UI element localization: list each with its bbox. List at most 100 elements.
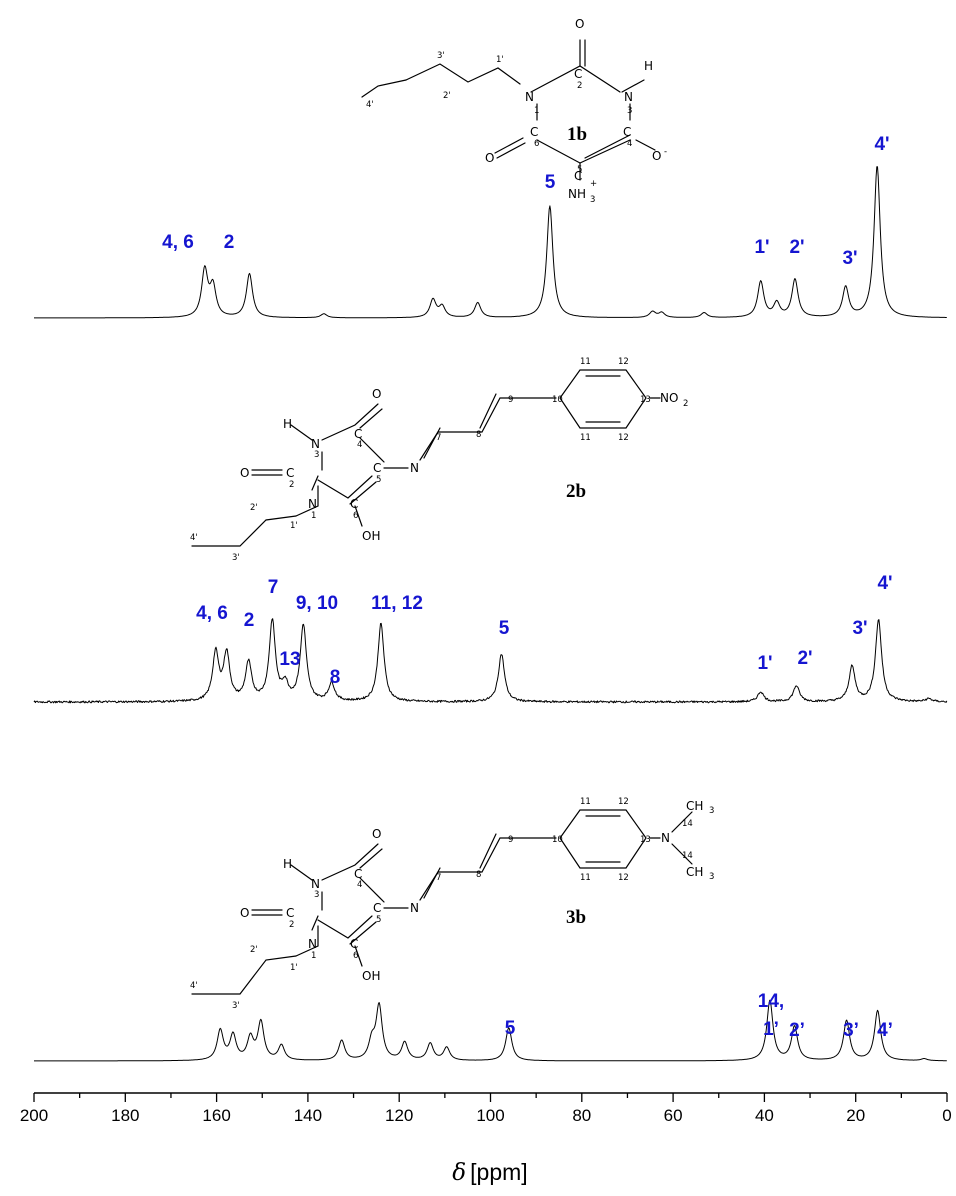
atom-c6: C	[530, 125, 538, 139]
peak-label-2b-7: 5	[499, 618, 510, 639]
spectrum-3b	[34, 999, 947, 1062]
num-3: 3	[314, 450, 319, 460]
atom-o: O	[575, 17, 584, 31]
num-13: 13	[640, 835, 651, 845]
num-13: 13	[640, 395, 651, 405]
atom-n-imine: N	[410, 461, 419, 475]
num-5: 5	[577, 165, 582, 175]
x-tick-label: 60	[664, 1106, 683, 1125]
atom-c4: C	[354, 867, 362, 881]
num-4p: 4'	[190, 981, 198, 991]
x-tick-label: 100	[476, 1106, 504, 1125]
num-8: 8	[476, 870, 481, 880]
peak-label-1b-6: 4'	[874, 134, 889, 155]
spectrum-1b	[34, 166, 947, 319]
num-12-top: 12	[618, 357, 629, 367]
num-2: 2	[289, 480, 294, 490]
num-4: 4	[357, 880, 362, 890]
peak-label-2b-9: 2'	[797, 648, 812, 669]
atom-c5: C	[373, 461, 381, 475]
peak-label-3b-0: 5	[505, 1018, 516, 1039]
x-tick-label: 140	[294, 1106, 322, 1125]
peak-label-2b-11: 4'	[877, 573, 892, 594]
num-7: 7	[436, 873, 441, 883]
num-2: 2	[577, 81, 582, 91]
atom-ch3-top: CH	[686, 799, 703, 813]
structure-3b: H O N C O C C N N C OH N CH 3 CH 3 3 4 2…	[190, 797, 714, 1011]
atom-h: H	[283, 857, 292, 871]
atom-nh: NH	[568, 187, 586, 201]
x-axis-label-symbol: δ	[452, 1160, 466, 1186]
peak-label-3b-2: 1’	[763, 1019, 779, 1040]
peak-label-2b-2: 7	[268, 577, 279, 598]
num-11-bottom: 11	[580, 873, 591, 883]
x-tick-label: 180	[111, 1106, 139, 1125]
atom-o4: O	[372, 827, 381, 841]
atom-c5: C	[574, 169, 582, 183]
atom-n1: N	[525, 90, 534, 104]
num-11-top: 11	[580, 357, 591, 367]
atom-c5: C	[373, 901, 381, 915]
peak-label-1b-4: 2'	[789, 237, 804, 258]
atom-o4: O	[372, 387, 381, 401]
x-tick-label: 20	[846, 1106, 865, 1125]
structure-1b: O N H N C C C O O C NH 3 + - 2 1 3 6 4 5…	[361, 17, 667, 205]
num-4p: 4'	[366, 100, 374, 110]
atom-c2: C	[574, 67, 582, 81]
atom-c6: C	[350, 497, 358, 511]
atom-ch3-bottom: CH	[686, 865, 703, 879]
spectrum-line-3b	[34, 999, 947, 1062]
num-3: 3	[627, 106, 632, 116]
atom-no2-sub: 2	[683, 399, 688, 409]
atom-c2: C	[286, 466, 294, 480]
atom-h: H	[283, 417, 292, 431]
num-8: 8	[476, 430, 481, 440]
num-11-bottom: 11	[580, 433, 591, 443]
peak-label-1b-0: 4, 6	[162, 232, 194, 253]
structure-2b: H O N C O C C N N C OH NO 2 3 4 2 5 1 6 …	[190, 357, 688, 563]
peak-label-1b-2: 5	[545, 172, 556, 193]
num-1: 1	[534, 106, 539, 116]
x-tick-label: 160	[202, 1106, 230, 1125]
atom-n3: N	[311, 877, 320, 891]
x-tick-label: 40	[755, 1106, 774, 1125]
peak-label-3b-3: 2’	[789, 1020, 805, 1041]
num-6: 6	[353, 511, 358, 521]
atom-n-dimethyl: N	[661, 831, 670, 845]
peak-label-1b-3: 1'	[754, 237, 769, 258]
x-tick-label: 80	[572, 1106, 591, 1125]
num-3p: 3'	[232, 1001, 240, 1011]
x-tick-label: 200	[20, 1106, 48, 1125]
num-1p: 1'	[290, 521, 298, 531]
num-12-bottom: 12	[618, 433, 629, 443]
atom-ch3-bottom-sub: 3	[709, 872, 714, 882]
peak-label-2b-4: 9, 10	[296, 593, 338, 614]
peak-label-2b-6: 11, 12	[371, 593, 423, 614]
peak-label-2b-3: 13	[279, 649, 300, 670]
num-14-bottom: 14	[682, 851, 693, 861]
atom-o4: O	[652, 149, 661, 163]
num-3: 3	[314, 890, 319, 900]
x-tick-label: 0	[942, 1106, 951, 1125]
peak-label-2b-10: 3'	[852, 618, 867, 639]
compound-label-1b: 1b	[567, 124, 587, 145]
peak-label-3b-1: 14,	[758, 991, 784, 1012]
atom-nh-charge: +	[590, 179, 597, 189]
atom-oh: OH	[362, 969, 380, 983]
num-2p: 2'	[443, 91, 451, 101]
atom-c4: C	[623, 125, 631, 139]
atom-n3: N	[311, 437, 320, 451]
num-4: 4	[627, 139, 632, 149]
num-5: 5	[376, 915, 381, 925]
num-12-top: 12	[618, 797, 629, 807]
num-6: 6	[353, 951, 358, 961]
num-2: 2	[289, 920, 294, 930]
peak-label-2b-1: 2	[244, 610, 255, 631]
num-1: 1	[311, 951, 316, 961]
num-4p: 4'	[190, 533, 198, 543]
num-7: 7	[436, 433, 441, 443]
x-tick-label: 120	[385, 1106, 413, 1125]
